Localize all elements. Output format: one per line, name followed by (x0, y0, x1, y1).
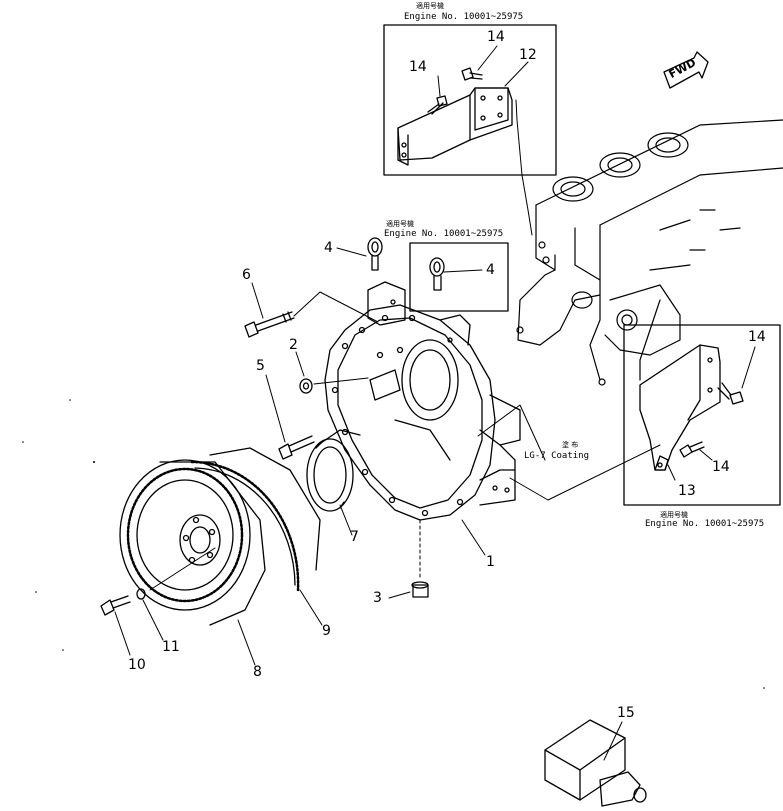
top-box-engine-no: Engine No. 10001~25975 (404, 12, 524, 22)
inset-box-right (623, 324, 781, 506)
right-box-engine-no: Engine No. 10001~25975 (645, 519, 765, 529)
flywheel-housing-1 (317, 281, 521, 521)
oil-seal-7 (306, 438, 354, 512)
callout-5: 5 (256, 358, 265, 374)
eye-bolt-4-inset (429, 257, 445, 291)
callout-8: 8 (253, 664, 262, 680)
flywheel-8 (119, 459, 266, 626)
bolt-6 (244, 311, 295, 338)
callout-4-housing: 4 (324, 240, 333, 256)
callout-4-inset: 4 (486, 262, 495, 278)
callout-1: 1 (486, 554, 495, 570)
bolt-5 (278, 435, 315, 460)
middle-box-cjk: 適用号機 (386, 220, 414, 228)
right-box-cjk: 適用号機 (660, 511, 688, 519)
callout-12: 12 (519, 47, 537, 63)
coating-cjk: 塗 布 (562, 441, 579, 449)
callout-13: 13 (678, 483, 696, 499)
eye-bolt-4 (367, 237, 383, 271)
tool-15 (544, 719, 647, 807)
bolt-14-right-lower (679, 441, 705, 458)
callout-14-top-right: 14 (487, 29, 505, 45)
callout-7: 7 (350, 529, 359, 545)
washer-2 (299, 378, 313, 394)
bolt-14-top-left (427, 95, 448, 115)
callout-11: 11 (162, 639, 180, 655)
coating-note: LG-7 Coating (524, 451, 590, 461)
callout-10: 10 (128, 657, 146, 673)
ring-gear-9 (190, 447, 321, 592)
scan-specks (22, 399, 765, 689)
bracket-12 (397, 87, 513, 166)
callout-14-top-left: 14 (409, 59, 427, 75)
fwd-arrow (663, 51, 709, 89)
callout-6: 6 (242, 267, 251, 283)
bolt-14-right-upper (717, 382, 744, 405)
callout-14-right-lower: 14 (712, 459, 730, 475)
bolt-10 (100, 595, 131, 616)
inset-box-middle (409, 242, 509, 312)
top-box-cjk: 適用号機 (416, 2, 444, 10)
engine-block (516, 119, 783, 386)
plug-3 (411, 519, 429, 598)
bracket-13 (639, 344, 721, 471)
callout-15: 15 (617, 705, 635, 721)
callout-3: 3 (373, 590, 382, 606)
washer-11 (136, 588, 146, 600)
middle-box-engine-no: Engine No. 10001~25975 (384, 229, 504, 239)
bolt-14-top-right (461, 67, 483, 81)
callout-14-right-upper: 14 (748, 329, 766, 345)
callout-9: 9 (322, 623, 331, 639)
inset-box-top (383, 24, 557, 176)
callout-2: 2 (289, 337, 298, 353)
